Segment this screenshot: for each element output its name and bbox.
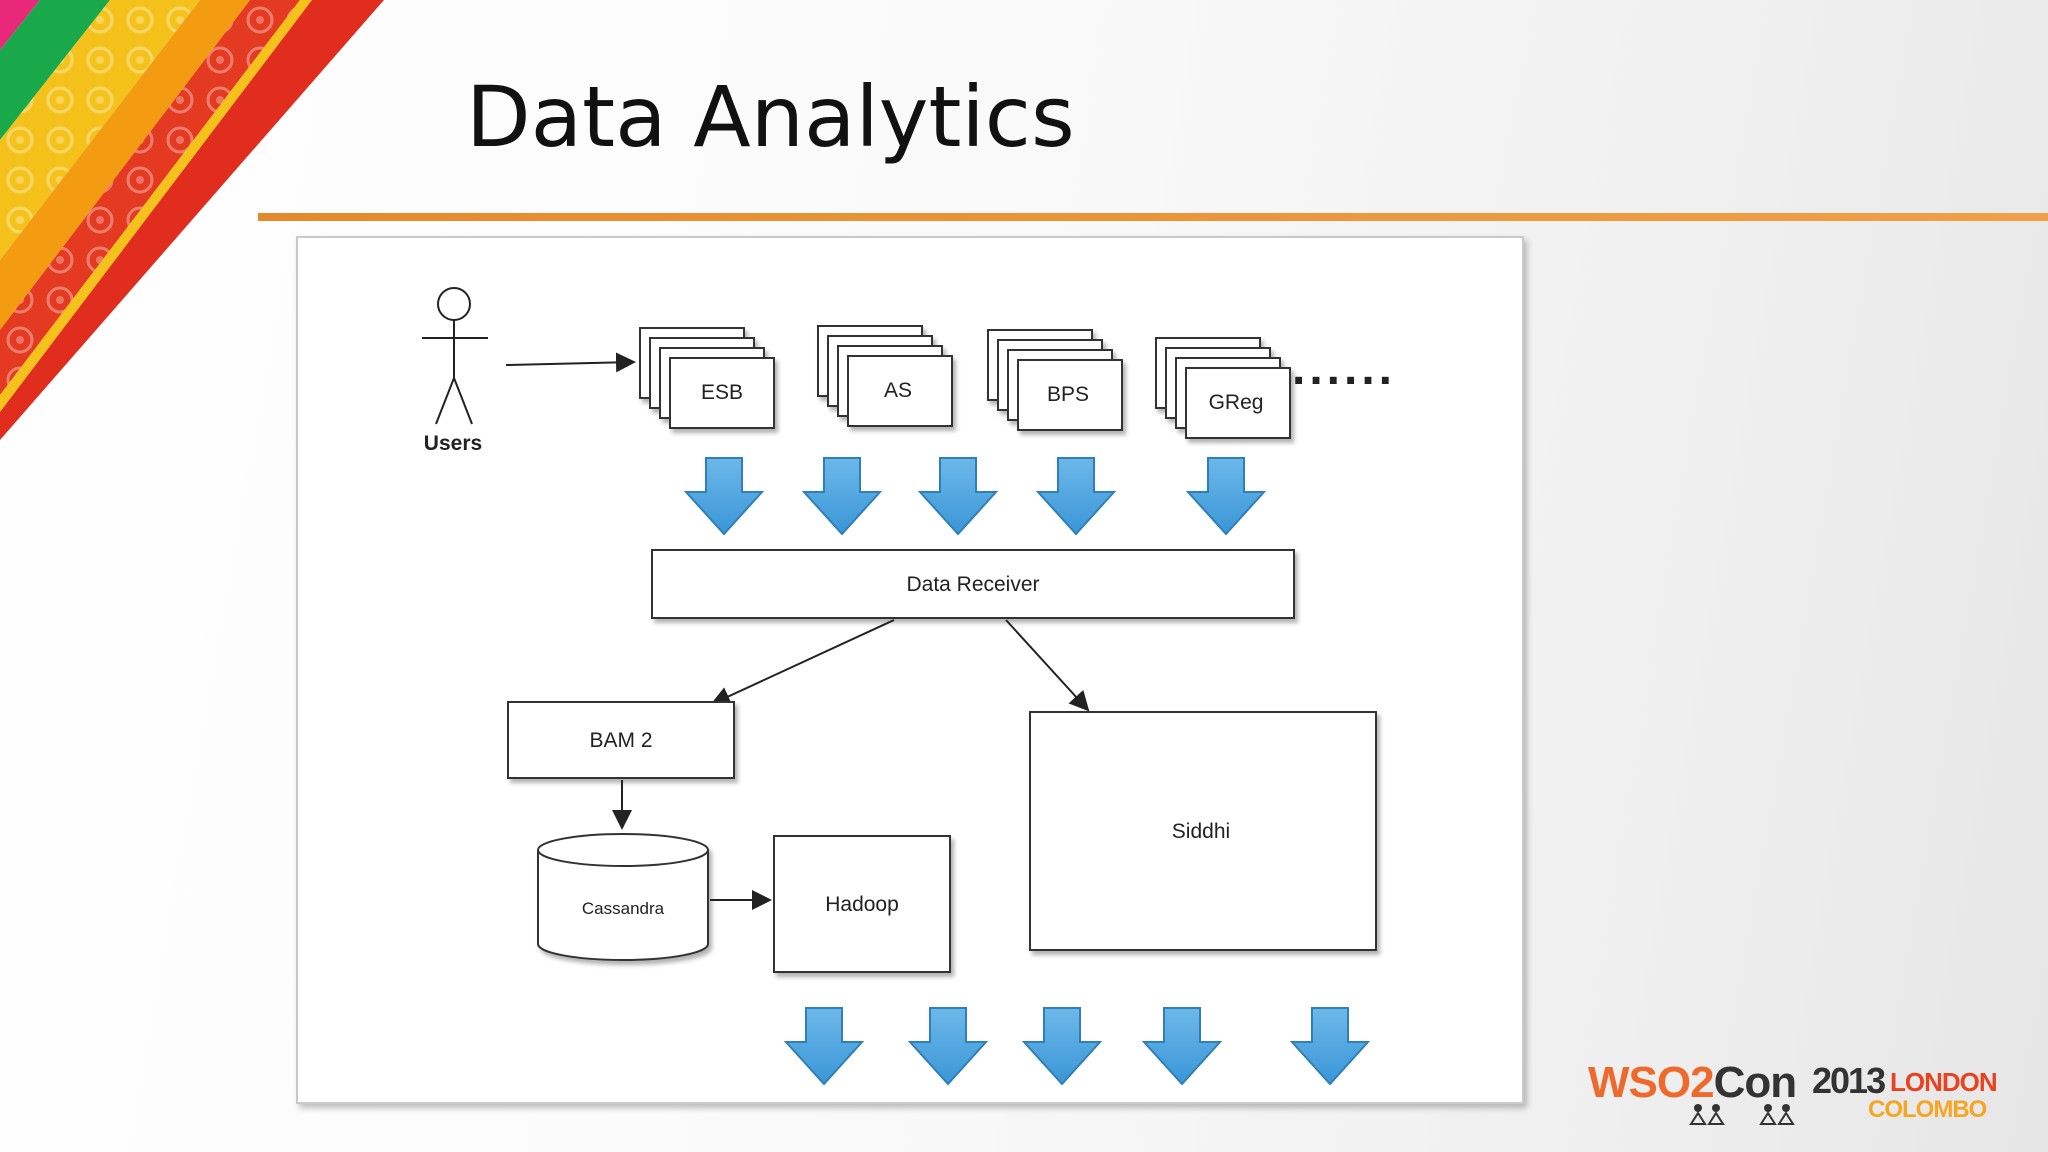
siddhi-node: Siddhi — [1029, 711, 1377, 951]
siddhi-label: Siddhi — [1172, 820, 1230, 843]
more-servers-ellipsis: ...... — [1292, 342, 1396, 395]
users-actor: Users — [422, 287, 488, 455]
architecture-diagram: Users ESB AS — [422, 287, 1396, 1085]
flow-arrow-down-icon — [785, 1007, 863, 1085]
upper-flow-arrows — [685, 457, 1265, 535]
cassandra-label: Cassandra — [582, 899, 665, 918]
greg-label: GReg — [1209, 391, 1264, 414]
server-stack-greg: GReg — [1155, 337, 1291, 439]
flow-arrow-down-icon — [1187, 457, 1265, 535]
data-receiver-node: Data Receiver — [651, 549, 1295, 619]
flow-arrow-down-icon — [685, 457, 763, 535]
server-stack-as: AS — [817, 325, 953, 427]
lower-flow-arrows — [785, 1007, 1369, 1085]
receiver-to-siddhi-connector — [1005, 619, 1090, 712]
logo-city-london: LONDON — [1890, 1067, 1998, 1097]
users-to-esb-connector — [505, 352, 636, 373]
esb-label: ESB — [701, 381, 743, 404]
greg-box — [1185, 367, 1291, 439]
cassandra-node: Cassandra — [537, 833, 709, 961]
bps-box — [1017, 359, 1123, 431]
logo-year: 2013 — [1812, 1060, 1886, 1101]
title-divider — [258, 213, 2048, 221]
data-receiver-label: Data Receiver — [906, 573, 1039, 596]
hadoop-node: Hadoop — [773, 835, 951, 973]
flow-arrow-down-icon — [919, 457, 997, 535]
logo-brand: WSO2Con — [1588, 1058, 1797, 1107]
stick-figure-icon — [422, 287, 488, 425]
bps-label: BPS — [1047, 383, 1089, 406]
server-stack-esb: ESB — [639, 327, 775, 429]
diagram-panel: Users ESB AS — [296, 236, 1524, 1104]
as-label: AS — [884, 379, 912, 402]
flow-arrow-down-icon — [1023, 1007, 1101, 1085]
logo-city-colombo: COLOMBO — [1868, 1096, 1987, 1123]
flow-arrow-down-icon — [803, 457, 881, 535]
slide-title: Data Analytics — [466, 68, 1075, 166]
users-label: Users — [424, 432, 482, 455]
esb-box — [669, 357, 775, 429]
flow-arrow-down-icon — [1291, 1007, 1369, 1085]
flow-arrow-down-icon — [1143, 1007, 1221, 1085]
bam-label: BAM 2 — [589, 729, 652, 752]
wso2con-logo: WSO2Con 2013 LONDON COLOMBO — [1588, 1058, 2008, 1128]
receiver-to-bam-connector — [710, 619, 895, 706]
flow-arrow-down-icon — [909, 1007, 987, 1085]
as-box — [847, 355, 953, 427]
corner-decoration — [0, 0, 384, 440]
server-stack-bps: BPS — [987, 329, 1123, 431]
bam-node: BAM 2 — [507, 701, 735, 779]
hadoop-label: Hadoop — [825, 893, 899, 916]
flow-arrow-down-icon — [1037, 457, 1115, 535]
people-icon — [1689, 1104, 1795, 1125]
